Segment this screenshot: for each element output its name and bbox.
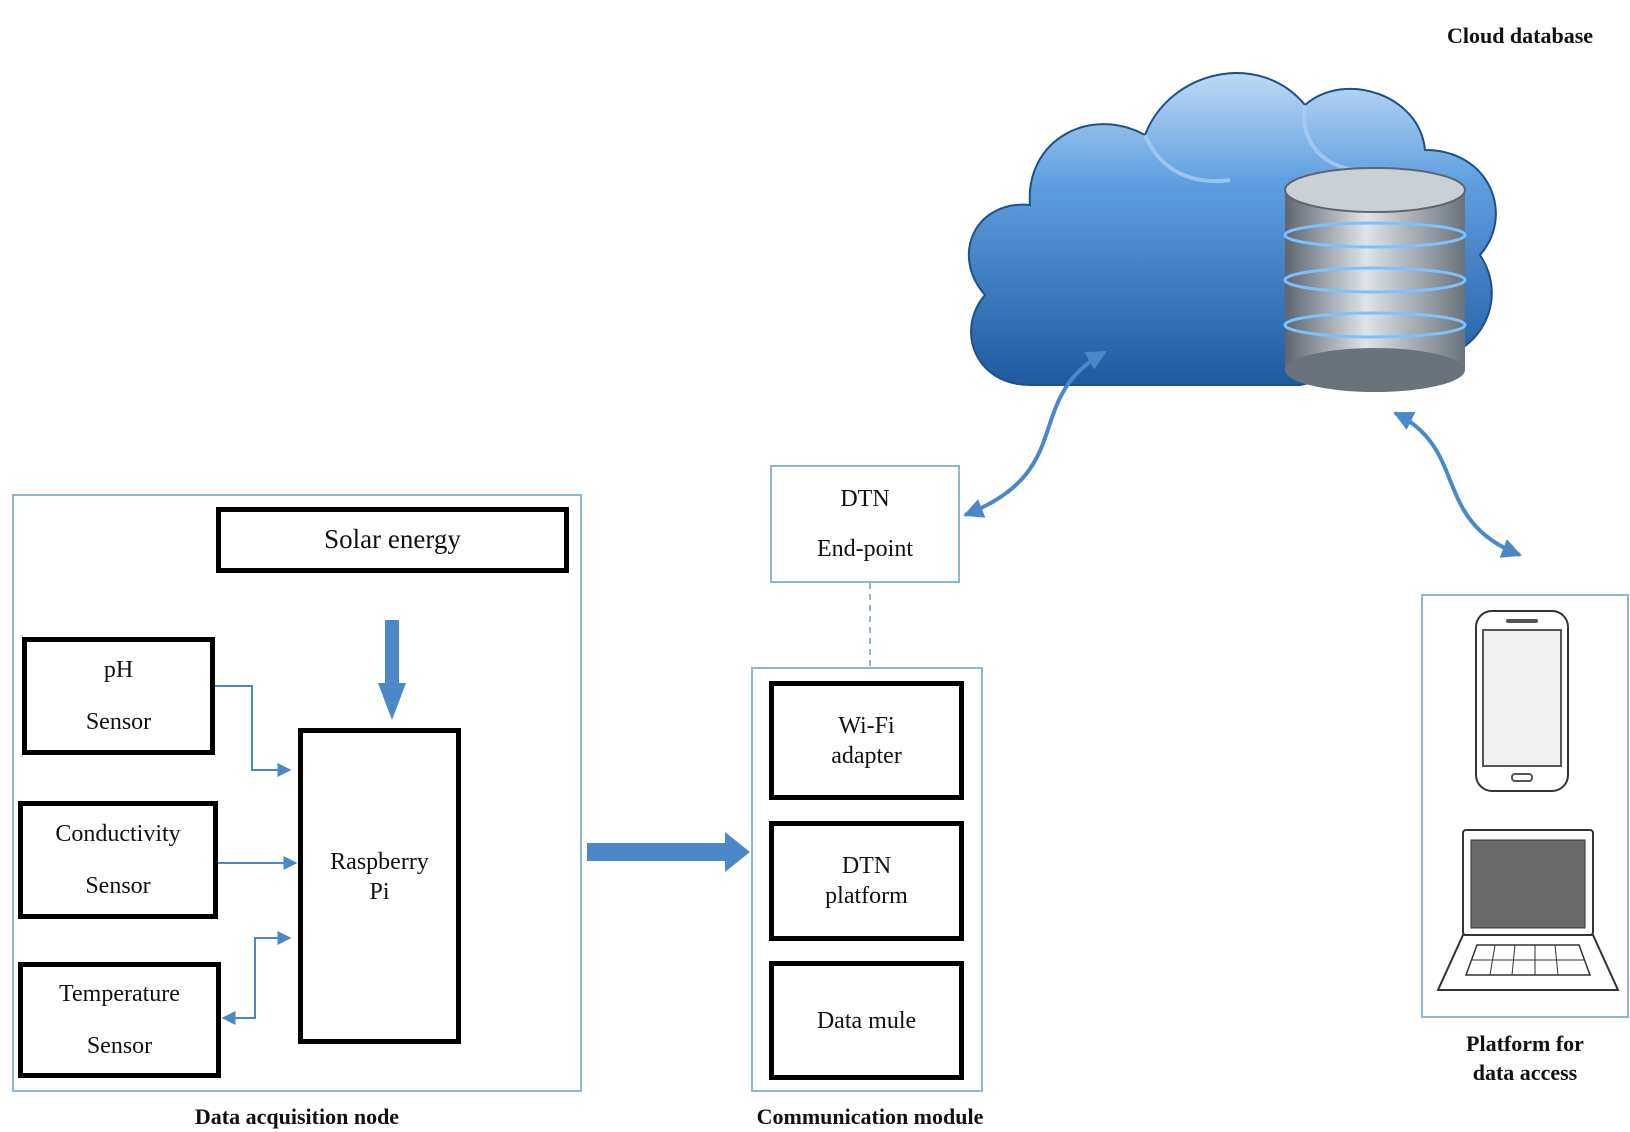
raspberry-pi-box: Raspberry Pi <box>298 728 461 1044</box>
solar-energy-box: Solar energy <box>216 507 569 573</box>
conductivity-sensor-label-2: Sensor <box>85 873 151 899</box>
wifi-adapter-box: Wi-Fi adapter <box>769 681 964 800</box>
data-mule-box: Data mule <box>769 961 964 1080</box>
data-mule-label: Data mule <box>816 1007 917 1034</box>
dtn-platform-label-1: DTN <box>841 853 892 879</box>
platform-frame <box>1421 594 1629 1018</box>
solar-energy-label: Solar energy <box>324 524 461 555</box>
raspberry-pi-label-2: Pi <box>369 879 390 905</box>
conductivity-sensor-box: Conductivity Sensor <box>18 801 218 919</box>
temperature-sensor-label-2: Sensor <box>86 1033 153 1059</box>
communication-caption: Communication module <box>756 1104 984 1129</box>
platform-caption-2: data access <box>1472 1059 1578 1085</box>
dtn-endpoint-label-2: End-point <box>817 536 913 562</box>
ph-sensor-box: pH Sensor <box>22 637 215 755</box>
temperature-sensor-box: Temperature Sensor <box>18 962 221 1078</box>
raspberry-pi-label-1: Raspberry <box>330 849 429 875</box>
wifi-adapter-label-1: Wi-Fi <box>838 712 895 739</box>
acquisition-frame <box>12 494 582 1092</box>
cloud-to-platform-arrow <box>1393 411 1522 558</box>
ph-sensor-label-2: Sensor <box>85 709 152 735</box>
rpi-to-temp-arrow <box>221 931 292 1025</box>
dtn-endpoint-box: DTN End-point <box>770 465 960 583</box>
communication-frame <box>751 667 983 1092</box>
acquisition-to-communication-arrow <box>587 832 750 872</box>
solar-to-rpi-arrow <box>378 620 406 720</box>
temperature-sensor-label-1: Temperature <box>59 981 180 1007</box>
ph-to-rpi-arrow <box>214 685 292 777</box>
acquisition-caption: Data acquisition node <box>194 1104 400 1129</box>
ph-sensor-label-1: pH <box>103 657 134 683</box>
laptop-icon <box>1436 829 1620 991</box>
cloud-to-dtn-arrow <box>963 350 1107 518</box>
platform-caption: Platform for data access <box>1421 1030 1629 1087</box>
platform-caption-1: Platform for <box>1466 1031 1584 1056</box>
database-icon <box>1283 167 1467 392</box>
dtn-platform-box: DTN platform <box>769 821 964 941</box>
wifi-adapter-label-2: adapter <box>831 742 902 769</box>
dtn-endpoint-label-1: DTN <box>840 486 890 512</box>
cloud-database-caption: Cloud database <box>1446 23 1594 48</box>
dtn-platform-label-2: platform <box>825 883 908 909</box>
conductivity-sensor-label-1: Conductivity <box>55 821 181 847</box>
smartphone-icon <box>1475 610 1569 792</box>
